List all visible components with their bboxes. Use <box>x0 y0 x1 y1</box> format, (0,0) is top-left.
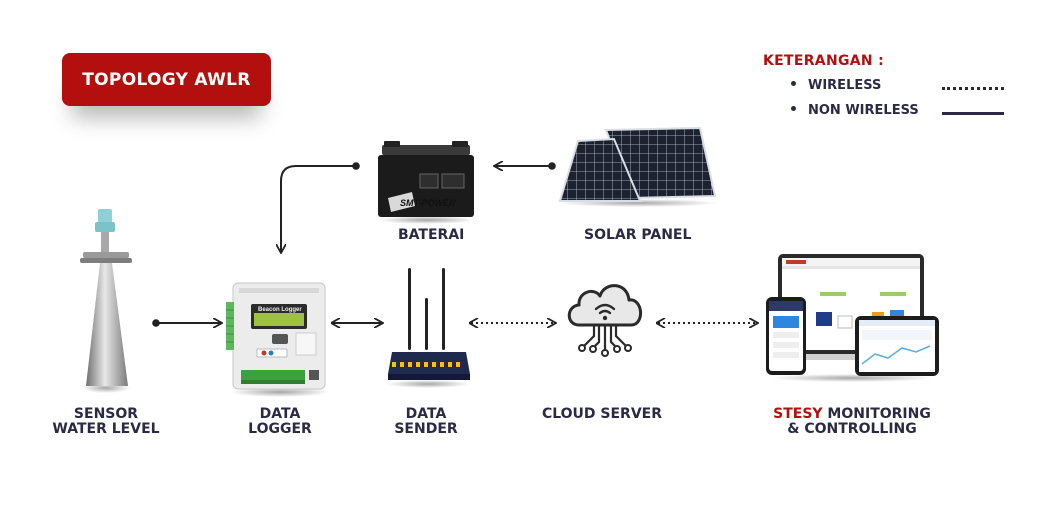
connector-battery-to-logger <box>281 165 356 252</box>
legend-title: KETERANGAN : <box>763 53 884 69</box>
label-sensor-line2: WATER LEVEL <box>52 421 160 437</box>
stesy-devices-icon <box>766 254 939 382</box>
battery-icon: SMT-POWER <box>378 141 475 224</box>
page-title: TOPOLOGY AWLR <box>82 69 251 90</box>
stesy-brand: STESY <box>773 406 823 422</box>
data-sender-router-icon <box>386 268 470 388</box>
label-cloud-server: CLOUD SERVER <box>541 406 663 422</box>
legend-non-wireless-line <box>942 112 1004 115</box>
bullet-icon <box>791 81 796 86</box>
stesy-line1-rest: MONITORING <box>822 406 931 422</box>
label-stesy-line1: STESY MONITORING <box>752 407 952 422</box>
legend-item-non-wireless: NON WIRELESS <box>791 103 919 118</box>
label-sensor-line1: SENSOR <box>73 406 139 422</box>
label-sensor-water-level: SENSOR WATER LEVEL <box>36 407 176 437</box>
data-logger-device-icon: Beacon Logger <box>226 282 330 397</box>
solar-panel-icon <box>558 126 718 207</box>
label-battery: BATERAI <box>398 227 465 243</box>
label-data-sender: DATA SENDER <box>376 407 476 437</box>
sensor-water-level-icon <box>80 209 132 393</box>
label-sender-line2: SENDER <box>394 421 458 437</box>
battery-brand-text: SMT-POWER <box>400 198 456 208</box>
page-title-badge: TOPOLOGY AWLR <box>62 53 271 106</box>
label-logger-line1: DATA <box>259 406 301 422</box>
legend-non-wireless-label: NON WIRELESS <box>808 103 919 118</box>
legend-item-wireless: WIRELESS <box>791 78 881 93</box>
label-stesy-line2: & CONTROLLING <box>787 421 917 437</box>
legend-wireless-label: WIRELESS <box>808 78 882 93</box>
logger-screen-text: Beacon Logger <box>258 307 302 313</box>
label-stesy: STESY MONITORING & CONTROLLING <box>752 407 952 437</box>
cloud-server-icon <box>567 284 642 357</box>
label-solar-panel: SOLAR PANEL <box>584 227 692 243</box>
label-logger-line2: LOGGER <box>248 421 312 437</box>
label-sender-line1: DATA <box>405 406 447 422</box>
label-data-logger: DATA LOGGER <box>230 407 330 437</box>
bullet-icon <box>791 106 796 111</box>
legend-wireless-line <box>942 87 1004 90</box>
